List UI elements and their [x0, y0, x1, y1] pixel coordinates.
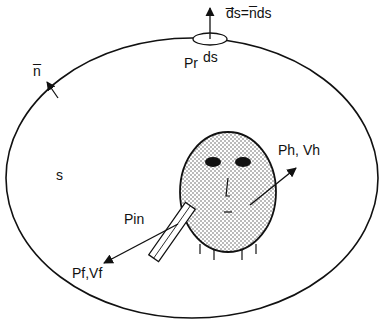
eye: [205, 157, 221, 167]
pressure-velocity-label: Pf,Vf: [72, 266, 102, 281]
surface-element-label: d̅s=n̅ds: [226, 6, 272, 21]
nose: [226, 178, 230, 196]
normal-arrow: [47, 82, 58, 98]
handset-arrow: [104, 224, 178, 263]
mouth: [224, 211, 232, 212]
normal-label: n̅: [33, 64, 41, 79]
pressure-label: Pin: [124, 212, 144, 227]
pressure-label: Pr: [184, 56, 198, 71]
neck-ticks: [200, 244, 256, 260]
head: [180, 132, 276, 252]
pressure-velocity-label: Ph, Vh: [278, 143, 320, 158]
surface-label: s: [56, 168, 63, 183]
element-label: ds: [203, 50, 218, 65]
surface-outline: [6, 38, 378, 318]
eye: [235, 157, 251, 167]
patch-normal-arrow: [209, 8, 210, 39]
head-arrow: [250, 168, 296, 205]
handset: [149, 202, 196, 261]
